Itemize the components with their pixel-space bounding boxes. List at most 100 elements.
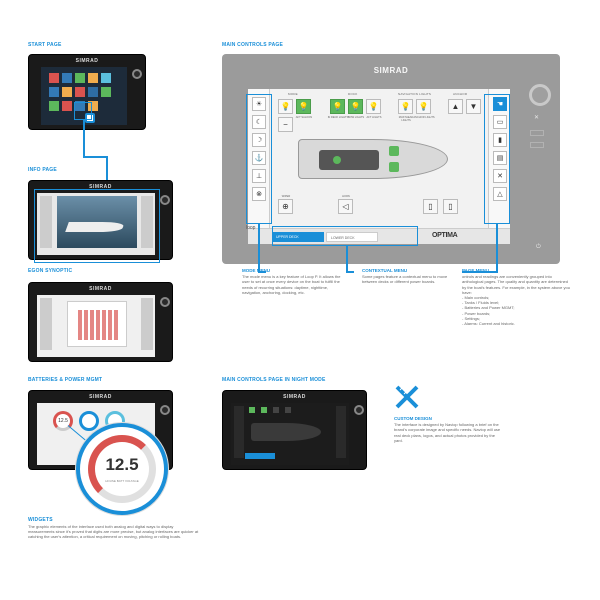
connector-line — [346, 271, 354, 273]
light-tile[interactable]: 💡 — [348, 99, 363, 114]
page-menu-item: - Batteries and Power MGMT; — [462, 305, 515, 311]
brand-logo: OPTIMA — [432, 232, 458, 239]
loop-icon-highlight — [74, 102, 92, 120]
tile-label: ANCHOR LIGHTS — [413, 116, 435, 119]
down-arrow-button[interactable]: ▼ — [466, 99, 481, 114]
folder-icon[interactable]: ▭ — [493, 115, 507, 129]
nav-icon[interactable]: ⊗ — [252, 187, 266, 201]
tile-label: IN DECK LIGHTS — [327, 116, 349, 119]
day-icon[interactable]: ☀ — [252, 97, 266, 111]
contextual-menu-title: CONTEXTUAL MENU — [362, 268, 408, 273]
power-board-icon[interactable]: ▤ — [493, 151, 507, 165]
group-nav-lights: NAVIGATION LIGHTS — [398, 92, 432, 96]
moon-icon[interactable]: ☽ — [252, 133, 266, 147]
loop-label: loop — [246, 225, 256, 231]
light-tile[interactable]: 💡 — [296, 99, 311, 114]
mode-menu: ☀ ☾ ☽ ⚓ ⊥ ⊗ — [248, 89, 270, 228]
gauge-widget: 12.5 HOUSE BATT VOLTAGE — [76, 423, 168, 515]
connector-line — [258, 224, 260, 272]
tile-label: HORN — [342, 195, 350, 198]
section-title-main-controls: MAIN CONTROLS PAGE — [222, 42, 284, 48]
rotary-knob[interactable] — [132, 69, 142, 79]
rotary-knob[interactable] — [160, 195, 170, 205]
group-dock: DOCK — [348, 92, 358, 96]
connector-line — [258, 271, 266, 273]
tile-label: BOW LIGHTS — [347, 116, 365, 119]
loop-app-icon[interactable] — [85, 113, 95, 123]
connector-line — [106, 156, 108, 180]
light-tile[interactable]: 💡 — [330, 99, 345, 114]
page-menu-item: - Alarms: Current and historic. — [462, 321, 515, 327]
section-title-batteries: BATTERIES & POWER MGMT — [28, 377, 103, 383]
tile-label: AFT SALOON — [295, 116, 313, 119]
rotary-knob[interactable] — [354, 405, 364, 415]
page-menu-highlight — [484, 94, 510, 224]
section-title-start-page: START PAGE — [28, 42, 62, 48]
horn-button[interactable]: ◁ — [338, 199, 353, 214]
page-menu-item: - Tanks / Fluids level; — [462, 300, 500, 306]
battery-icon[interactable]: ▮ — [493, 133, 507, 147]
rotary-knob[interactable] — [160, 405, 170, 415]
page-menu-body: ontrols and readings are conveniently gr… — [462, 274, 570, 295]
pencil-ruler-icon — [394, 384, 420, 410]
section-title-ecdis: EGON SYNOPTIC — [28, 268, 73, 274]
tile-label: AFT LIGHTS — [366, 116, 382, 119]
alarm-icon[interactable]: △ — [493, 187, 507, 201]
night-mode-device: SIMRAD — [222, 390, 367, 470]
boat-deck-plan — [298, 139, 448, 179]
brand-logo: SIMRAD — [283, 394, 306, 400]
brand-logo: SIMRAD — [89, 394, 112, 400]
page-menu-item: - Settings; — [462, 315, 481, 321]
light-tile[interactable]: 💡 — [366, 99, 381, 114]
info-page-device: SIMRAD — [28, 180, 173, 260]
section-title-night-mode: MAIN CONTROLS PAGE IN NIGHT MODE — [222, 377, 326, 383]
bottom-bar: loop UPPER DECK LOWER DECK OPTIMA — [246, 225, 510, 244]
mode-menu-title: MODE MENU — [242, 268, 270, 273]
gauge-label: HOUSE BATT VOLTAGE — [105, 479, 139, 483]
connector-line — [496, 224, 498, 272]
contextual-menu-highlight — [272, 226, 418, 246]
connector-line — [346, 246, 348, 272]
custom-design-body: The interface is designed by Naviop foll… — [394, 422, 501, 443]
light-tile[interactable]: 💡 — [398, 99, 413, 114]
tab-upper-deck[interactable]: UPPER DECK — [272, 232, 324, 242]
hand-icon[interactable]: ☚ — [493, 97, 507, 111]
minus-button[interactable]: − — [278, 117, 293, 132]
contextual-menu-body: Some pages feature a contextual menu to … — [362, 274, 448, 285]
mode-menu-description: MODE MENU The mode menu is a key feature… — [242, 268, 346, 295]
light-tile[interactable]: 💡 — [278, 99, 293, 114]
brand-logo: SIMRAD — [89, 184, 112, 190]
wiper-button[interactable]: ⊕ — [278, 199, 293, 214]
brand-logo: SIMRAD — [75, 58, 99, 64]
tab-lower-deck[interactable]: LOWER DECK — [326, 232, 378, 242]
docking-icon[interactable]: ⊥ — [252, 169, 266, 183]
control-tile[interactable]: ▯ — [423, 199, 438, 214]
page-menu-item: - Power boards; — [462, 310, 491, 316]
start-page-screen — [41, 67, 127, 125]
section-title-widgets: WIDGETS — [28, 517, 53, 523]
tile-label: MASTHEAD LIGHTS — [398, 116, 414, 122]
group-anchor: ANCHOR — [453, 92, 468, 96]
info-page-screen — [37, 193, 155, 255]
widgets-description: The graphic elements of the interface us… — [28, 524, 199, 540]
mode-menu-body: The mode menu is a key feature of Loop P… — [242, 274, 341, 295]
settings-icon[interactable]: ✕ — [493, 169, 507, 183]
custom-design-description: CUSTOM DESIGN The interface is designed … — [394, 416, 504, 443]
light-tile[interactable]: 💡 — [416, 99, 431, 114]
control-tile[interactable]: ▯ — [443, 199, 458, 214]
anchor-icon[interactable]: ⚓ — [252, 151, 266, 165]
up-arrow-button[interactable]: ▲ — [448, 99, 463, 114]
night-icon[interactable]: ☾ — [252, 115, 266, 129]
night-mode-screen — [231, 403, 349, 465]
connector-line — [462, 271, 498, 273]
group-mode: MODE — [288, 92, 298, 96]
connector-line — [83, 120, 85, 156]
main-controls-screen: ☀ ☾ ☽ ⚓ ⊥ ⊗ ☚ ▭ ▮ ▤ ✕ △ MODE DOCK NAVIGA… — [246, 89, 510, 244]
synoptic-screen — [37, 295, 155, 357]
contextual-menu-description: CONTEXTUAL MENU Some pages feature a con… — [362, 268, 452, 285]
brand-logo: SIMRAD — [89, 286, 112, 292]
rotary-knob[interactable] — [160, 297, 170, 307]
page-menu: ☚ ▭ ▮ ▤ ✕ △ — [488, 89, 510, 228]
mode-menu-highlight — [246, 94, 272, 224]
boat-photo — [57, 196, 137, 248]
